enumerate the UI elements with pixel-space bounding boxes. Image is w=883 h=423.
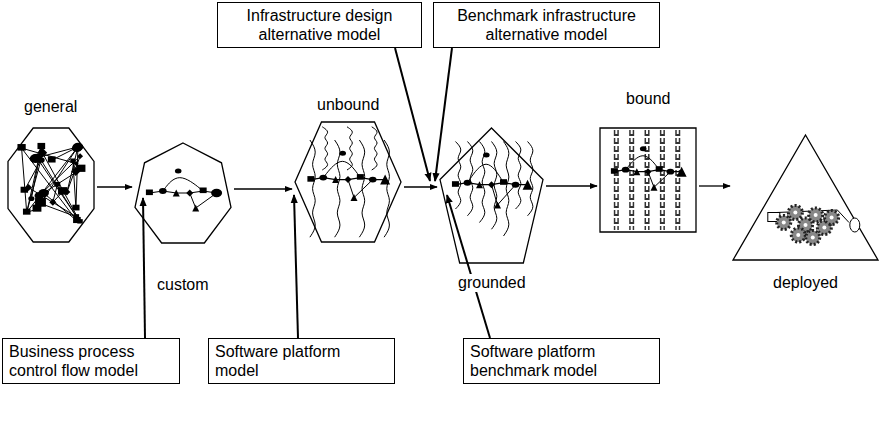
- network-illustration: [17, 143, 85, 224]
- stage-outline: [295, 122, 401, 242]
- stage-label: grounded: [456, 274, 528, 292]
- model-callout-box: Infrastructure design alternative model: [217, 2, 422, 48]
- stage-outline-polygon: [600, 128, 696, 232]
- flow-arrow: [546, 185, 597, 186]
- stage-outline-polygon: [295, 122, 401, 242]
- leader-line: [294, 195, 298, 338]
- process-stage-shape: grounded: [440, 128, 543, 263]
- stage-outline: [733, 135, 878, 260]
- stage-outline: [600, 128, 696, 232]
- stage-label: custom: [155, 276, 211, 294]
- flow-arrow: [404, 186, 437, 187]
- process-stage-shape: unbound: [295, 122, 401, 242]
- stage-outline-polygon: [733, 135, 878, 260]
- stage-outline: [135, 143, 231, 243]
- network-illustration: [768, 206, 860, 245]
- stage-label: unbound: [315, 96, 381, 114]
- flow-arrow: [699, 185, 730, 186]
- network-illustration: [611, 130, 687, 230]
- stage-label: bound: [624, 90, 673, 108]
- model-callout-box: Software platform model: [208, 338, 395, 384]
- network-illustration: [146, 168, 222, 211]
- process-stage-shape: custom: [135, 143, 231, 243]
- callout-text: Software platform model: [215, 342, 388, 380]
- callout-text: Software platform benchmark model: [470, 342, 653, 380]
- callout-text: Business process control flow model: [9, 342, 173, 380]
- stage-outline: [8, 128, 94, 242]
- process-stage-shape: deployed: [733, 135, 878, 260]
- process-stage-shape: general: [8, 128, 94, 242]
- callout-text: Benchmark infrastructure alternative mod…: [440, 6, 653, 44]
- flow-arrow: [97, 186, 132, 187]
- network-illustration: [307, 127, 390, 237]
- stage-label: general: [22, 98, 79, 116]
- stage-outline-polygon: [8, 128, 94, 242]
- model-callout-box: Benchmark infrastructure alternative mod…: [433, 2, 660, 48]
- stage-outline-polygon: [135, 143, 231, 243]
- leader-line: [395, 48, 430, 181]
- model-callout-box: Business process control flow model: [2, 338, 180, 384]
- flow-arrow: [234, 188, 292, 189]
- stage-outline-polygon: [440, 128, 543, 263]
- network-illustration: [452, 142, 533, 237]
- stage-label: deployed: [771, 274, 840, 292]
- process-stage-shape: bound: [600, 128, 696, 232]
- leader-line: [435, 48, 452, 181]
- stage-outline: [440, 128, 543, 263]
- model-callout-box: Software platform benchmark model: [463, 338, 660, 384]
- callout-text: Infrastructure design alternative model: [224, 6, 415, 44]
